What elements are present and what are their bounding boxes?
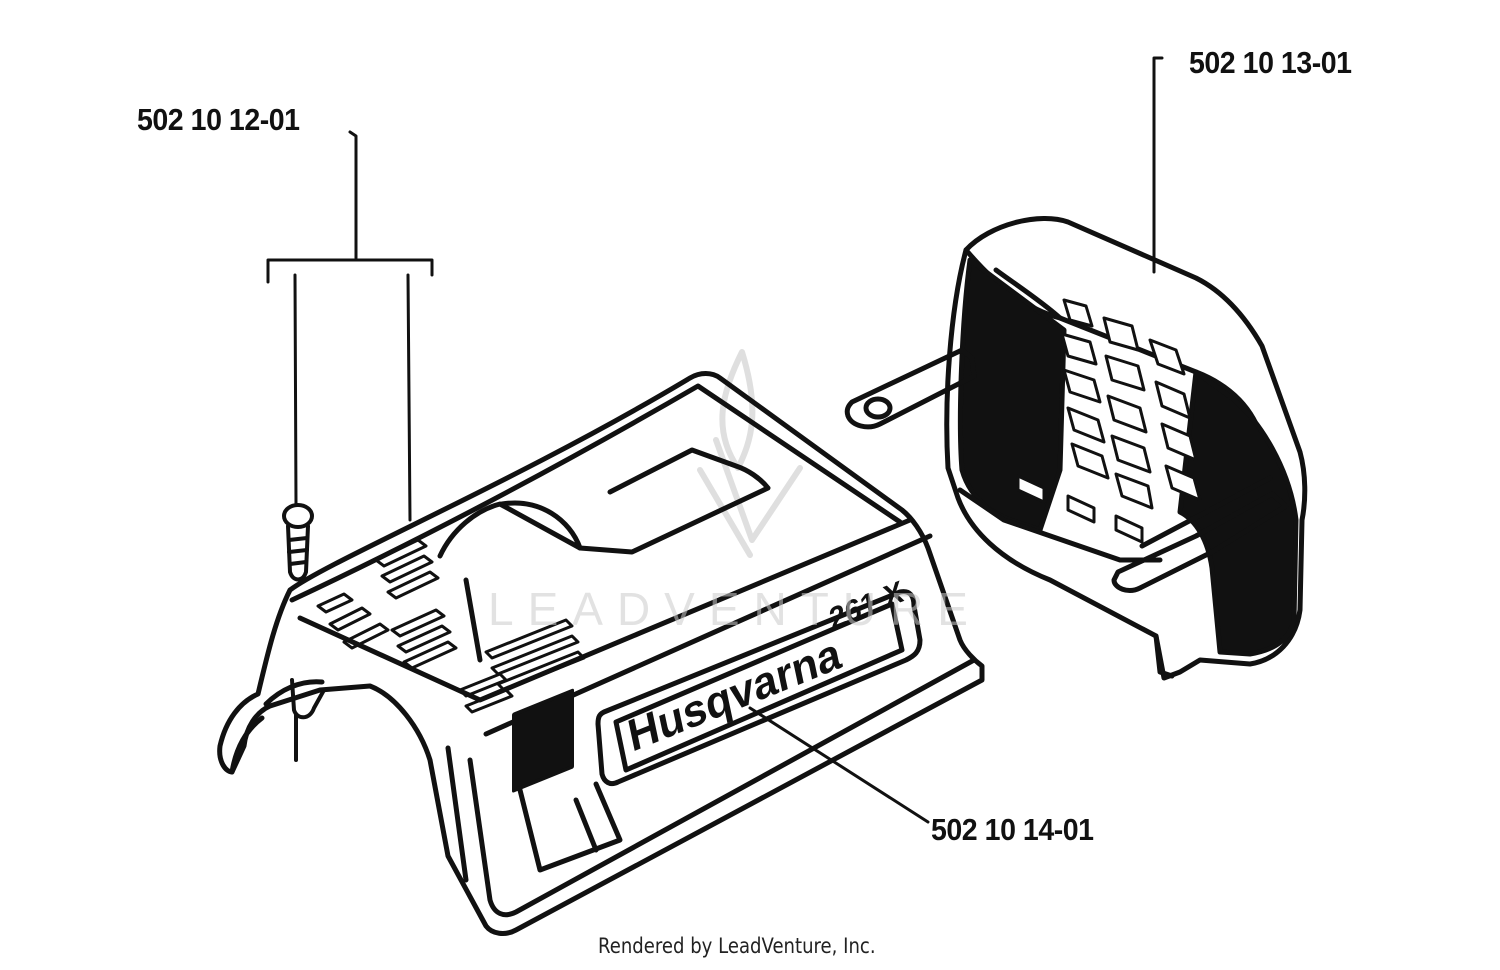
logo-text: Husqvarna <box>624 628 845 762</box>
cover-grille-block <box>512 688 574 793</box>
render-credit: Rendered by LeadVenture, Inc. <box>598 934 876 958</box>
cylinder-cover-part <box>217 371 985 936</box>
screw-part <box>282 503 326 762</box>
leader-line-502-10-13-01 <box>1152 56 1164 274</box>
part-number-label: 502 10 13-01 <box>1189 45 1352 80</box>
leader-line-502-10-12-01 <box>266 130 434 522</box>
part-number-label: 502 10 14-01 <box>931 812 1094 847</box>
plug-cover-vent-slots <box>1016 298 1202 544</box>
cover-vent-slots <box>316 538 586 714</box>
part-number-label: 502 10 12-01 <box>137 102 300 137</box>
watermark-text: LEADVENTURE <box>488 583 982 635</box>
leader-line-502-10-14-01 <box>748 706 930 824</box>
watermark-flame-icon <box>697 349 803 558</box>
